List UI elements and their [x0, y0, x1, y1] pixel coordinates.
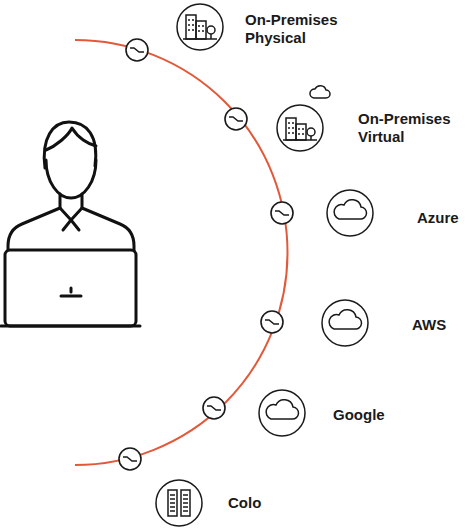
- person-with-laptop: [1, 122, 140, 326]
- server-rack-icon: [156, 480, 202, 526]
- platform-label: AWS: [412, 316, 462, 334]
- platform-label: On-Premises Physical: [245, 11, 355, 47]
- platform-label: Colo: [228, 494, 288, 512]
- cloud-icons: [259, 190, 373, 436]
- platform-label: Google: [333, 406, 403, 424]
- platform-label: On-Premises Virtual: [358, 110, 462, 146]
- building-icon: [177, 4, 223, 50]
- virtual-building-icon: [277, 86, 330, 151]
- platform-label: Azure: [417, 209, 463, 227]
